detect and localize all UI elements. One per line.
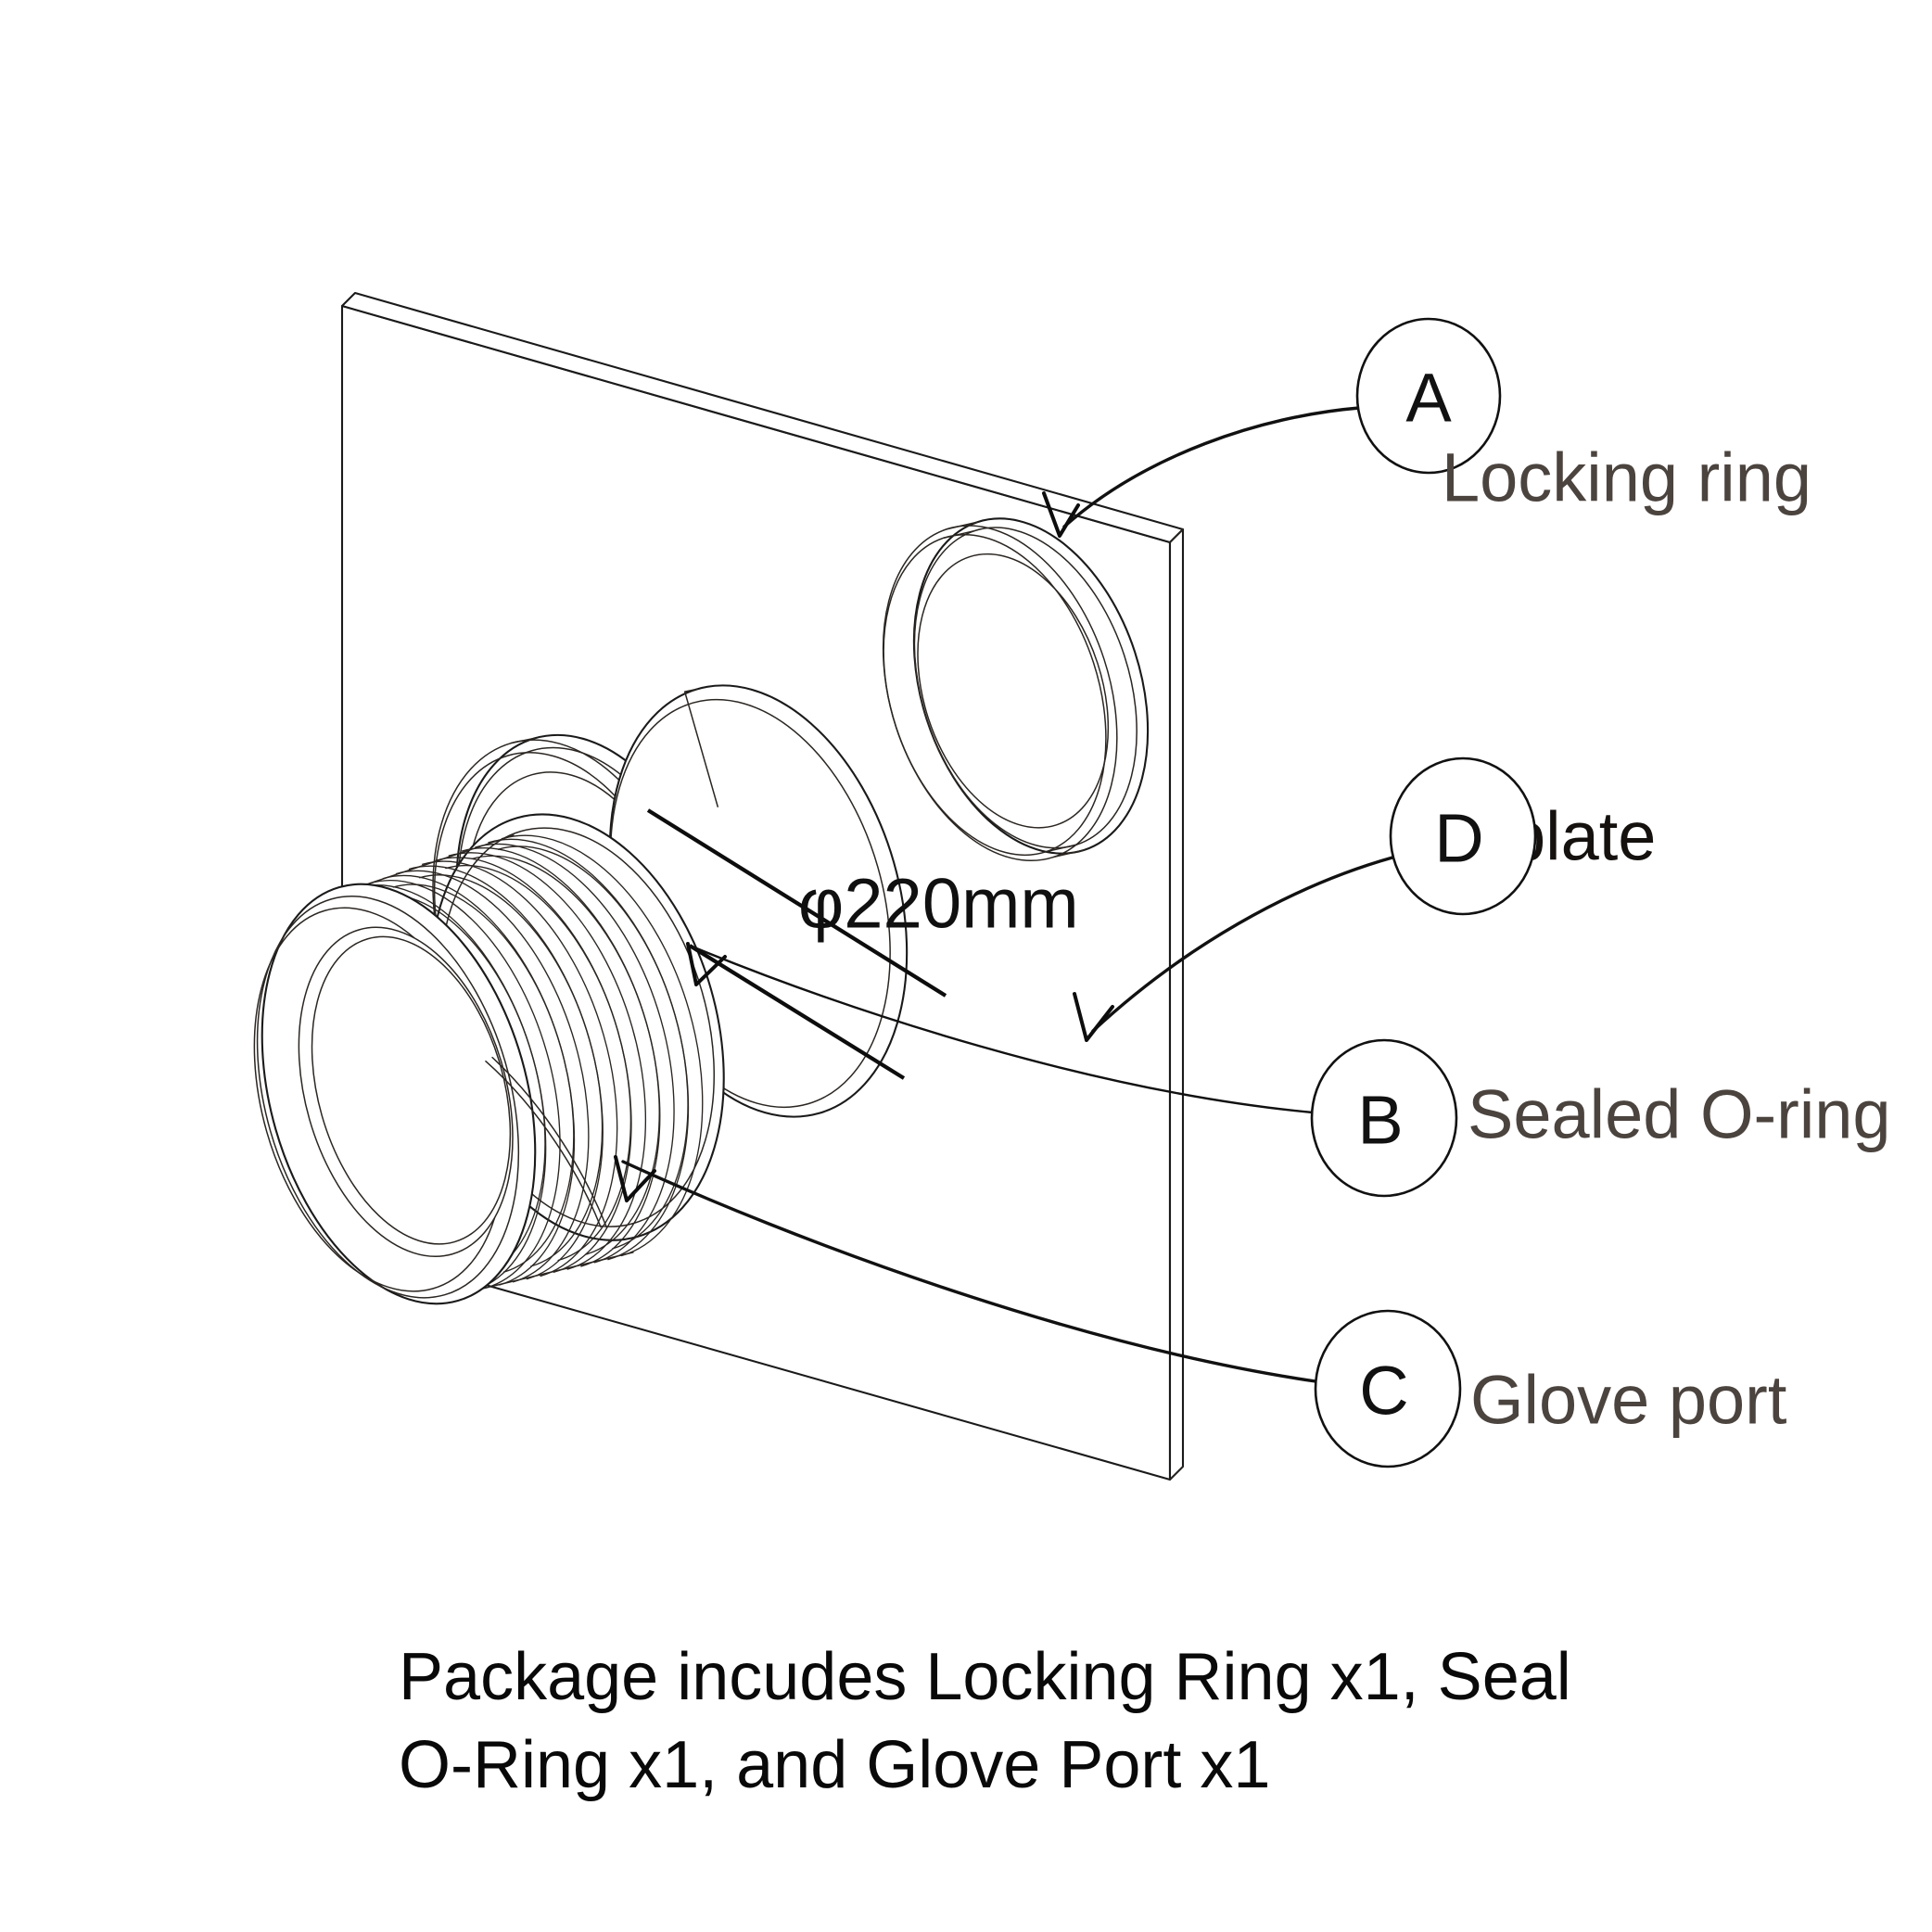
callout-b-label: Sealed O-ring — [1468, 1076, 1891, 1153]
callout-a-circle[interactable] — [1355, 317, 1502, 475]
dimension-arrowhead — [686, 942, 727, 986]
thread-helix — [356, 834, 704, 1291]
callout-a-letter: A — [1405, 360, 1452, 437]
callout-b-letter: B — [1357, 1082, 1403, 1159]
caption-line-2: O-Ring x1, and Glove Port x1 — [399, 1728, 1270, 1802]
dimension-line — [646, 808, 947, 1080]
callout-b-leader — [693, 946, 1315, 1114]
callout-a[interactable]: A Locking ring — [1042, 317, 1811, 538]
dimension-label: φ220mm — [798, 865, 1079, 944]
callout-d[interactable]: plate D — [1073, 756, 1656, 1042]
callout-c-label: Glove port — [1470, 1362, 1787, 1439]
glove-port-part — [253, 813, 725, 1305]
callout-c-leader — [621, 1160, 1317, 1383]
callout-d-circle[interactable] — [1389, 756, 1537, 916]
callout-a-label: Locking ring — [1442, 439, 1811, 516]
callout-c-letter: C — [1359, 1353, 1408, 1430]
caption-line-1: Package incudes Locking Ring x1, Seal — [399, 1640, 1571, 1714]
callout-a-leader — [1062, 406, 1361, 528]
callout-b[interactable]: B Sealed O-ring — [693, 946, 1891, 1198]
callout-d-letter: D — [1434, 800, 1483, 877]
callout-c-arrowhead — [614, 1155, 656, 1202]
callout-a-arrowhead — [1042, 491, 1080, 538]
callout-c-circle[interactable] — [1314, 1309, 1462, 1468]
callout-b-circle[interactable] — [1310, 1038, 1458, 1198]
callout-d-leader — [1091, 856, 1394, 1033]
callout-c[interactable]: C Glove port — [614, 1155, 1787, 1468]
callout-d-arrowhead — [1073, 992, 1114, 1042]
